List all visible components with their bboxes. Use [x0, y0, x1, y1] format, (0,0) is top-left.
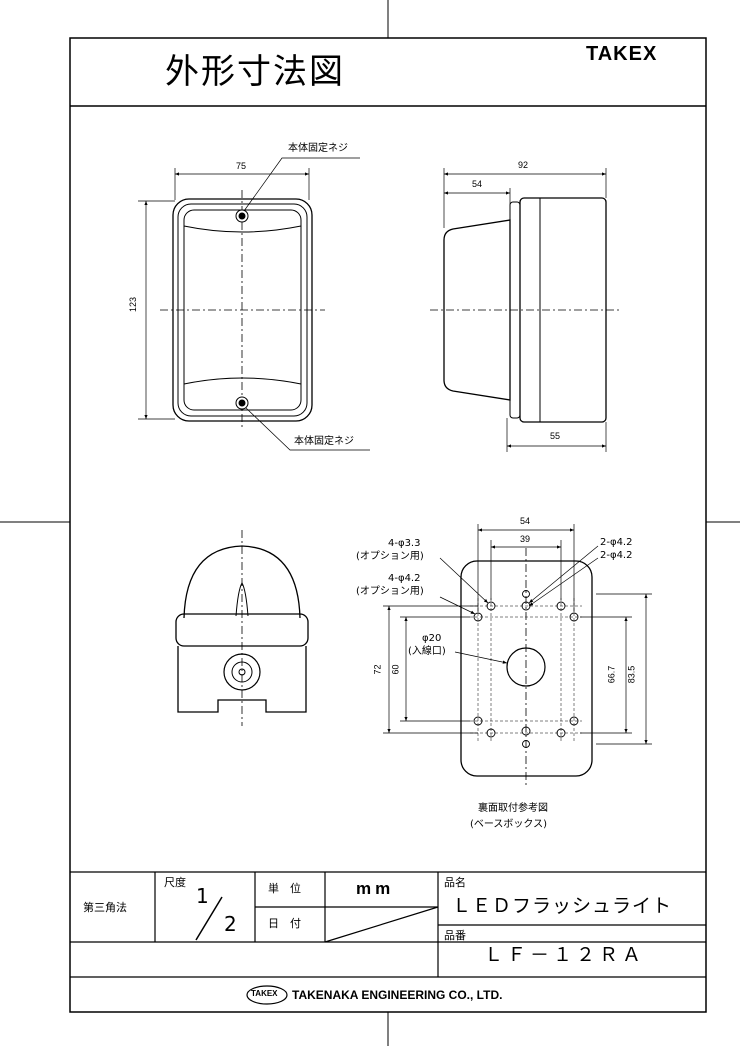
footer-logo: TAKEX: [251, 989, 278, 998]
hole-b-note: (オプション用): [356, 586, 424, 597]
inlet-note: (入線口): [408, 646, 446, 657]
date-label: 日 付: [268, 917, 301, 930]
base-caption-1: 裏面取付参考図: [478, 803, 548, 814]
product-name-label: 品名: [444, 876, 466, 889]
base-caption-2: (ベースボックス): [470, 819, 548, 830]
product-no-label: 品番: [444, 929, 466, 942]
product-no: ＬＦ－１２ＲＡ: [484, 944, 646, 966]
dim-front-width: 75: [236, 161, 247, 171]
scale-denominator: 2: [224, 912, 237, 936]
dim-side-total: 92: [518, 160, 529, 170]
unit-value: mm: [356, 879, 395, 898]
product-name: ＬＥＤフラッシュライト: [452, 895, 673, 917]
hole-a-count: 4-φ3.3: [388, 538, 421, 549]
dim-side-base: 55: [550, 431, 561, 441]
front-view: [138, 157, 370, 451]
brand-logo: TAKEX: [586, 43, 658, 65]
unit-label: 単 位: [268, 882, 301, 895]
footer-logo-shape: [246, 985, 288, 1005]
page-title: 外形寸法図: [165, 52, 345, 92]
hole-c2: 2-φ4.2: [600, 550, 633, 561]
dim-base-54: 54: [520, 516, 531, 526]
dim-front-height: 123: [128, 296, 139, 313]
scale-numerator: 1: [196, 884, 209, 908]
footer-company: TAKENAKA ENGINEERING CO., LTD.: [292, 988, 503, 1002]
screw-label-bottom: 本体固定ネジ: [294, 436, 354, 447]
dim-base-39: 39: [520, 534, 531, 544]
dim-base-60: 60: [390, 664, 401, 675]
dim-side-cover: 54: [472, 179, 483, 189]
projection-method: 第三角法: [83, 901, 127, 914]
sheet-frame: [69, 37, 707, 1013]
base-view: [383, 524, 652, 786]
side-view: [430, 168, 620, 452]
dim-base-72: 72: [372, 664, 383, 675]
hole-c1: 2-φ4.2: [600, 537, 633, 548]
dim-base-83-5: 83.5: [626, 665, 637, 684]
dim-base-66-7: 66.7: [606, 665, 617, 684]
scale-label: 尺度: [164, 876, 186, 889]
end-view: [175, 530, 309, 726]
hole-b-count: 4-φ4.2: [388, 573, 421, 584]
title-block-lines: [70, 871, 706, 978]
screw-label-top: 本体固定ネジ: [288, 143, 348, 154]
inlet-size: φ20: [422, 633, 442, 644]
hole-a-note: (オプション用): [356, 551, 424, 562]
